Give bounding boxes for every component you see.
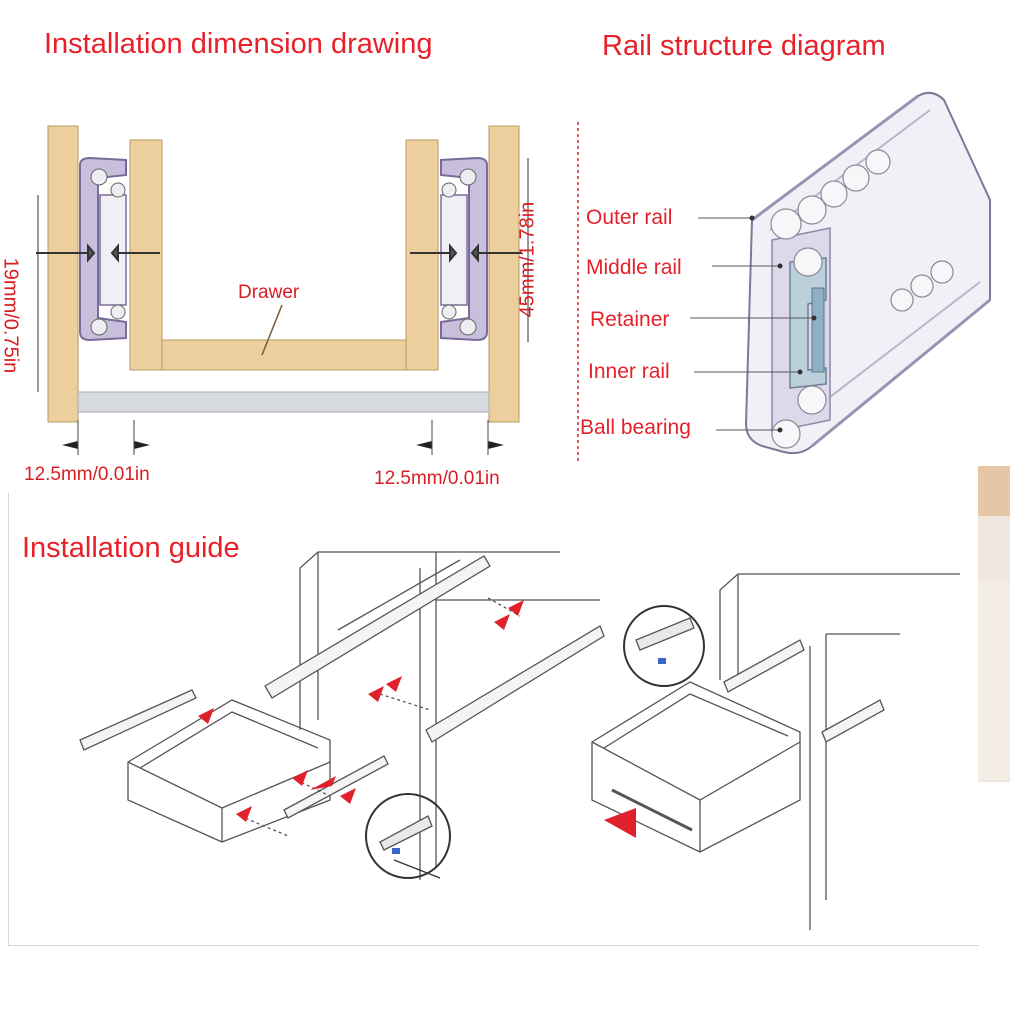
left-screws	[36, 243, 160, 263]
right-slide-profile	[440, 156, 488, 342]
cabinet-base-plate	[77, 391, 490, 413]
rail-structure-title: Rail structure diagram	[602, 30, 886, 62]
drawer-bottom	[161, 339, 407, 371]
drawer-label: Drawer	[238, 282, 300, 303]
inner-rail-label: Inner rail	[588, 360, 670, 383]
installation-arrows	[198, 600, 636, 838]
height-left-label: 19mm/0.75in	[0, 257, 22, 374]
right-cabinet-wall	[488, 125, 520, 423]
installation-dimension-title: Installation dimension drawing	[44, 28, 433, 60]
right-screws	[410, 243, 522, 263]
ball-bearing-label: Ball bearing	[580, 416, 691, 439]
middle-rail-label: Middle rail	[586, 256, 682, 279]
drawer-leader-line	[261, 304, 283, 356]
installation-guide-title: Installation guide	[22, 532, 240, 564]
outer-rail-label: Outer rail	[586, 206, 673, 229]
left-slide-profile	[79, 156, 127, 342]
height-right-label: 45mm/1.78in	[516, 201, 539, 318]
gap-right-label: 12.5mm/0.01in	[374, 468, 500, 489]
installation-guide-illustration	[79, 551, 960, 930]
rail-structure-illustration	[690, 91, 991, 455]
gap-left-label: 12.5mm/0.01in	[24, 464, 150, 485]
right-drawer-side	[405, 139, 439, 371]
blue-clip-markers	[392, 658, 666, 854]
retainer-label: Retainer	[590, 308, 670, 331]
left-drawer-side	[129, 139, 163, 371]
left-cabinet-wall	[47, 125, 79, 423]
installation-guide-frame	[8, 493, 979, 946]
gap-markers	[62, 420, 504, 455]
